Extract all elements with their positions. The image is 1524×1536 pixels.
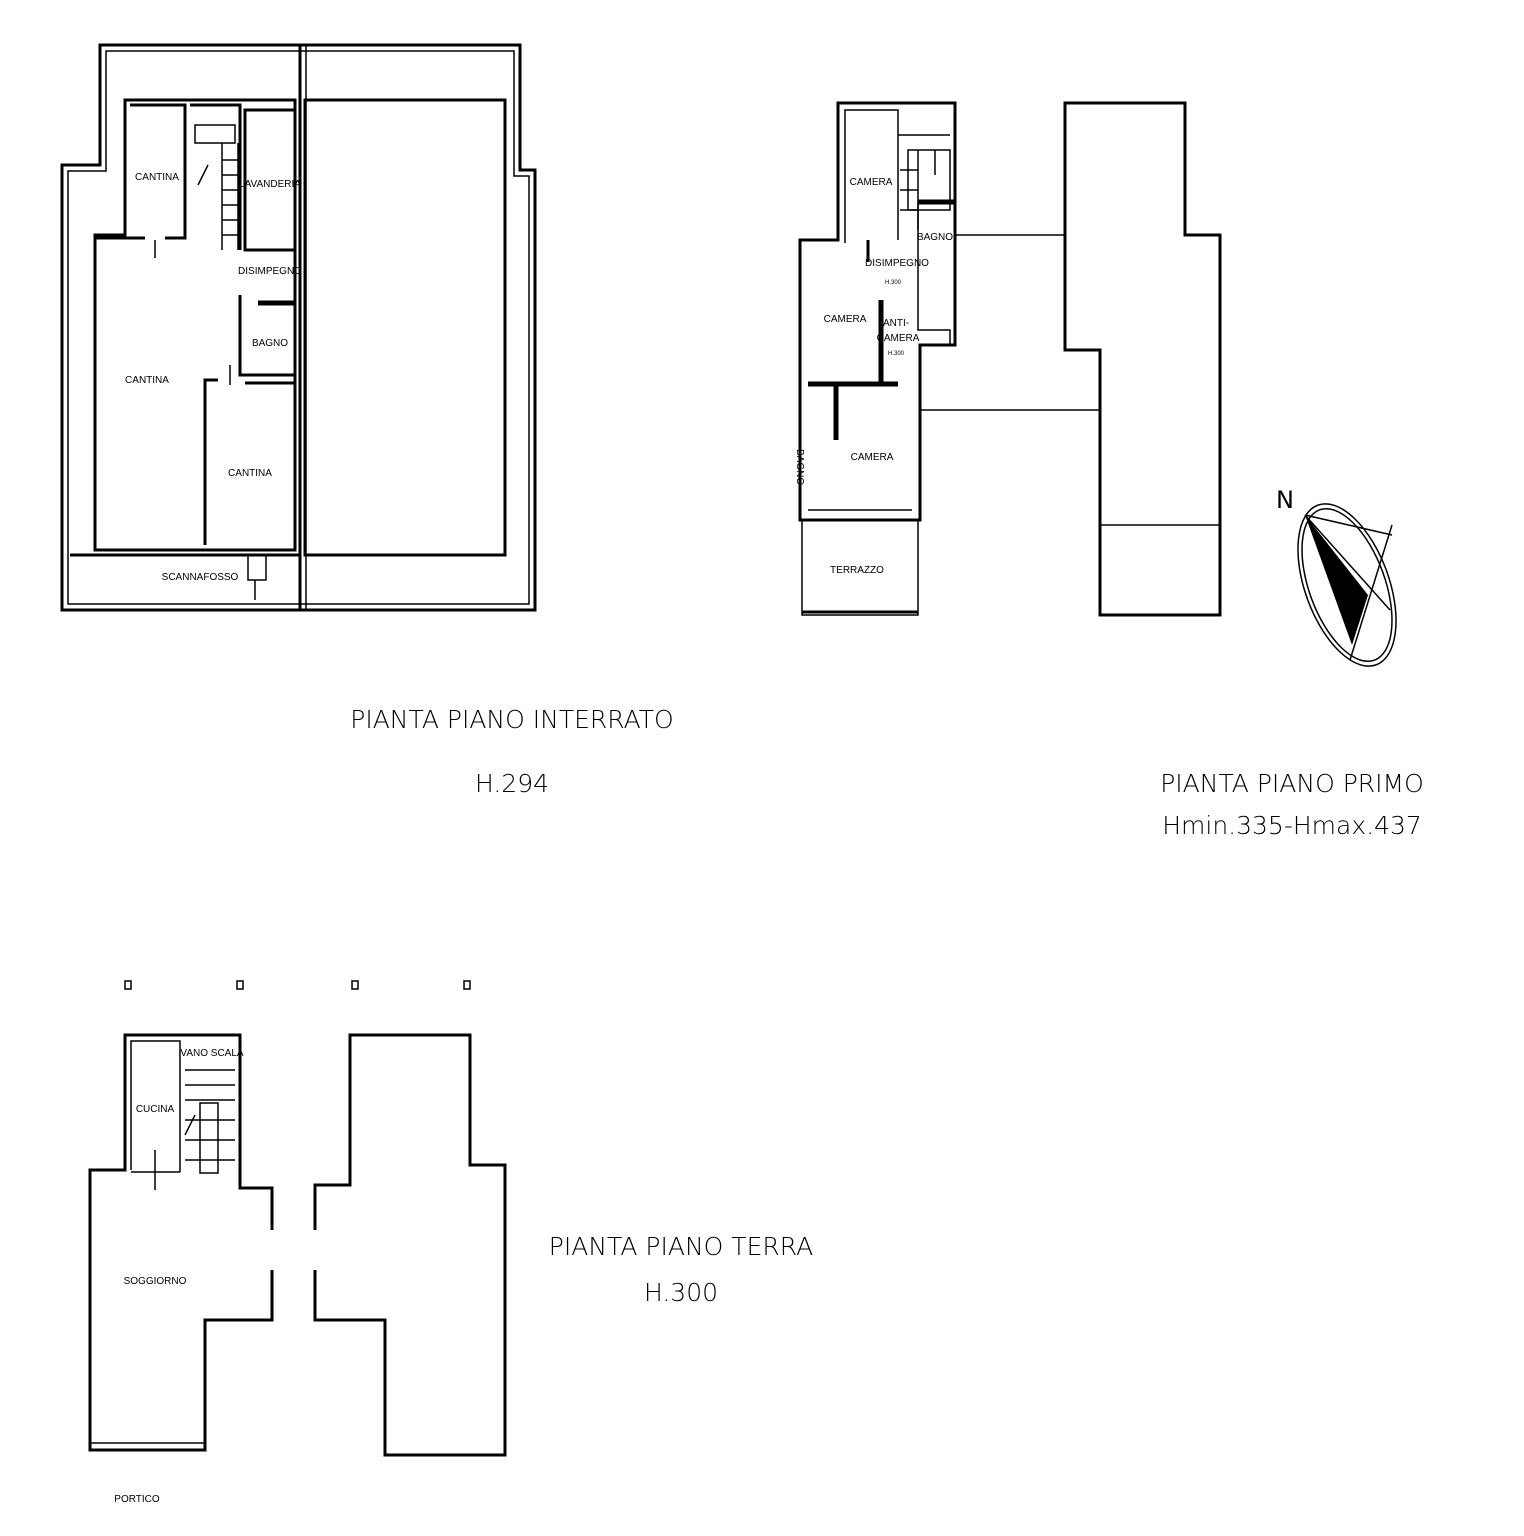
pillars	[124, 980, 471, 990]
room-label: CAMERA	[877, 333, 920, 344]
plan-height: Hmin.335-Hmax.437	[1162, 811, 1422, 840]
plan-primo: CAMERA BAGNO DISIMPEGNO H.300 CAMERA ANT…	[794, 101, 1424, 840]
stair	[247, 554, 267, 581]
north-label: N	[1276, 486, 1294, 514]
bagno-walls	[917, 202, 951, 345]
door-opening	[262, 1230, 292, 1270]
room-label: CAMERA	[851, 452, 894, 463]
terrazzo	[801, 519, 919, 616]
room-label: LAVANDERIA	[239, 179, 301, 190]
room-label: DISIMPEGNO	[865, 258, 929, 269]
room-label: PORTICO	[114, 1494, 160, 1505]
wall	[130, 1040, 181, 1172]
room-label: CANTINA	[125, 375, 169, 386]
cantina-walls	[203, 378, 218, 545]
adjacent-unit	[303, 98, 507, 557]
room-label: CUCINA	[136, 1104, 175, 1115]
outer-boundary	[60, 43, 537, 612]
stair-steps	[184, 1069, 235, 1174]
wall	[130, 103, 187, 240]
north-arrow-icon: N	[1276, 486, 1397, 667]
plan-interrato: CANTINA LAVANDERIA DISIMPEGNO BAGNO CANT…	[60, 43, 674, 798]
outer-boundary-inner	[67, 50, 530, 605]
room-label: VANO SCALA	[180, 1048, 243, 1059]
unit-outline	[798, 101, 957, 522]
room-label: SOGGIORNO	[124, 1276, 187, 1287]
door-opening	[300, 1230, 330, 1270]
plan-title: PIANTA PIANO INTERRATO	[350, 705, 674, 734]
stair-wall	[190, 103, 242, 250]
room-height: H.300	[885, 280, 902, 286]
adjacent-unit	[1063, 101, 1222, 617]
stair	[194, 124, 236, 144]
plan-terra: VANO SCALA CUCINA SOGGIORNO PORTICO PIAN…	[88, 980, 813, 1505]
room-label: BAGNO	[252, 338, 288, 349]
plan-height: H.294	[475, 769, 549, 798]
room-label: CAMERA	[850, 177, 893, 188]
adjacent-unit	[313, 1033, 507, 1457]
plan-title: PIANTA PIANO TERRA	[549, 1232, 813, 1261]
room-label: BAGNO	[794, 449, 805, 485]
room-label: TERRAZZO	[830, 565, 884, 576]
room-label: SCANNAFOSSO	[162, 572, 239, 583]
room-height: H.300	[888, 351, 905, 357]
plan-title: PIANTA PIANO PRIMO	[1160, 769, 1424, 798]
room-label: CAMERA	[824, 314, 867, 325]
room-label: BAGNO	[917, 232, 953, 243]
bagno-walls	[238, 295, 295, 377]
lavanderia-walls	[243, 108, 297, 252]
wall	[844, 109, 899, 243]
stair-steps	[900, 149, 951, 230]
plan-height: H.300	[644, 1278, 718, 1307]
room-label: CANTINA	[135, 172, 179, 183]
room-label: DISIMPEGNO	[238, 266, 302, 277]
unit-outline	[88, 1033, 274, 1452]
unit-outline	[93, 98, 297, 552]
stair-steps	[197, 143, 239, 250]
room-label: CANTINA	[228, 468, 272, 479]
room-label: ANTI-	[883, 318, 909, 329]
